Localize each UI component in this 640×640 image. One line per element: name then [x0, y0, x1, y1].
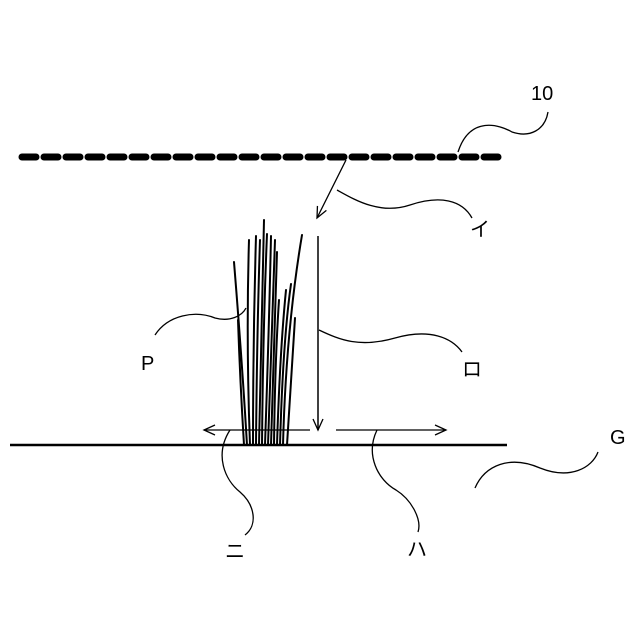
label-i: イ: [470, 219, 490, 241]
leader-i: [337, 190, 472, 218]
label-ni: ニ: [225, 541, 245, 563]
plant-tuft: [234, 220, 302, 445]
label-p: P: [141, 353, 154, 375]
leader-g: [475, 452, 598, 488]
label-ha: ハ: [407, 539, 427, 561]
label-10: 10: [531, 83, 553, 105]
leader-p: [155, 308, 246, 335]
leader-10: [458, 112, 548, 152]
leader-ro: [319, 330, 462, 352]
label-ro: ロ: [462, 359, 482, 381]
label-g: G: [610, 427, 626, 449]
arrow-i: [317, 160, 346, 218]
